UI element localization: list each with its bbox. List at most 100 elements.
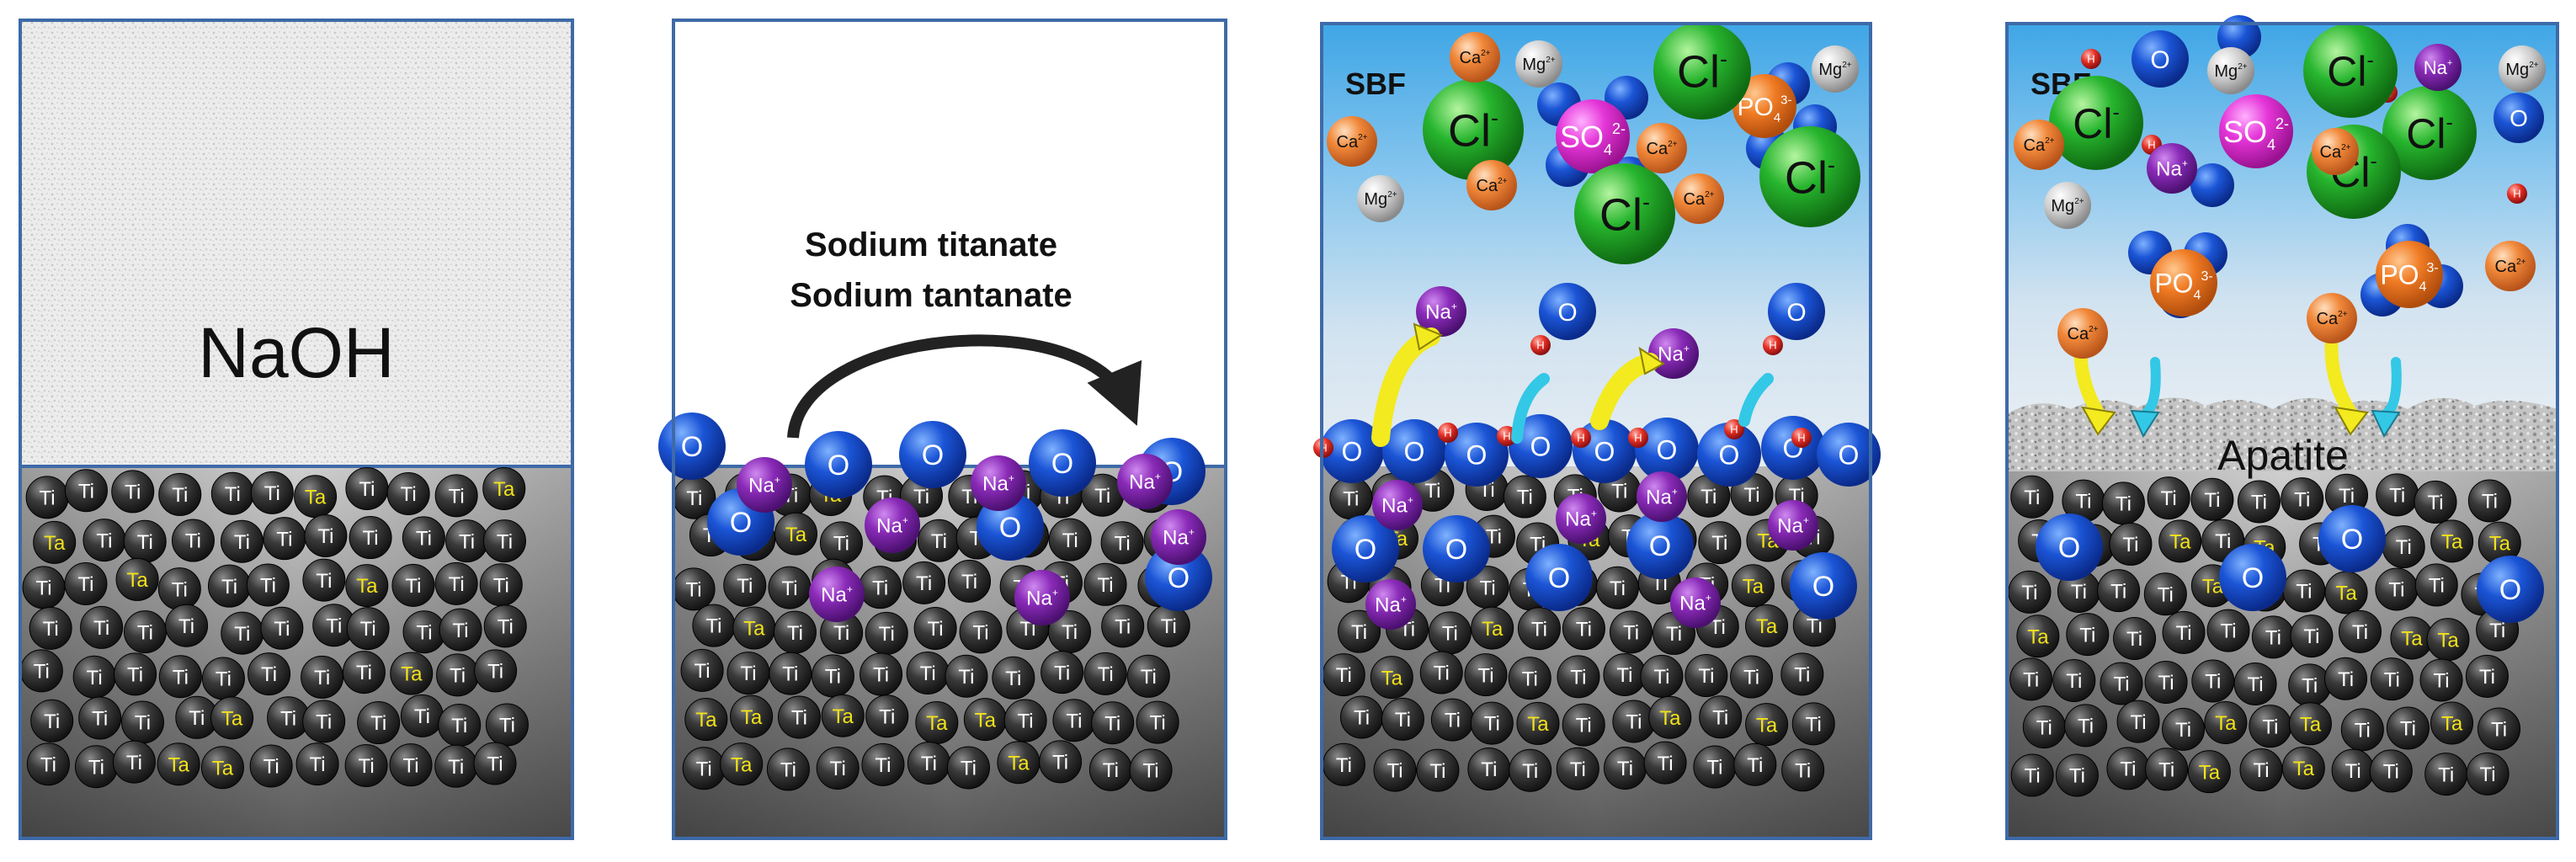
oxygen-atom: O bbox=[1768, 283, 1825, 340]
ti-atom: Ti bbox=[111, 470, 155, 513]
svg-text:H: H bbox=[2513, 188, 2520, 200]
ta-atom: Ta bbox=[1745, 604, 1789, 647]
ti-atom: Ti bbox=[2206, 609, 2250, 652]
svg-text:Ti: Ti bbox=[2383, 761, 2399, 784]
svg-text:Ti: Ti bbox=[1623, 622, 1639, 645]
ti-atom: Ti bbox=[25, 476, 69, 519]
ti-atom: Ti bbox=[1780, 652, 1824, 696]
svg-text:Ta: Ta bbox=[741, 706, 763, 729]
ti-atom: Ti bbox=[2331, 748, 2375, 792]
svg-text:O: O bbox=[1051, 448, 1073, 480]
svg-text:Ti: Ti bbox=[450, 664, 466, 687]
oxygen-atom: O bbox=[805, 431, 872, 498]
svg-text:Ti: Ti bbox=[216, 668, 232, 691]
svg-text:O: O bbox=[681, 431, 703, 463]
ti-atom: Ti bbox=[1595, 566, 1639, 609]
ti-atom: Ti bbox=[1083, 562, 1127, 606]
ti-atom: Ti bbox=[992, 656, 1035, 700]
ti-atom: Ti bbox=[2249, 705, 2292, 748]
svg-text:Ti: Ti bbox=[2215, 530, 2231, 553]
ta-atom: Ta bbox=[720, 742, 764, 786]
svg-text:Ti: Ti bbox=[1018, 710, 1034, 733]
sodium-ion: Na+ bbox=[1768, 500, 1818, 551]
oxygen-atom: O bbox=[1817, 423, 1881, 487]
svg-text:Ti: Ti bbox=[2396, 536, 2412, 559]
svg-text:Ta: Ta bbox=[975, 709, 997, 732]
ti-atom: Ti bbox=[26, 742, 70, 786]
svg-text:O: O bbox=[1657, 435, 1678, 466]
svg-text:H: H bbox=[1797, 432, 1805, 444]
ti-atom: Ti bbox=[2288, 663, 2332, 707]
svg-text:Ti: Ti bbox=[1807, 615, 1823, 637]
ta-atom: Ta bbox=[774, 512, 817, 556]
ti-atom: Ti bbox=[344, 743, 388, 787]
svg-text:Ti: Ti bbox=[264, 482, 280, 505]
ti-atom: Ti bbox=[64, 562, 108, 606]
ti-atom: Ti bbox=[221, 611, 264, 655]
svg-text:Ti: Ti bbox=[2479, 666, 2495, 689]
sodium-ion: Na+ bbox=[2414, 44, 2462, 91]
svg-text:Ti: Ti bbox=[261, 663, 277, 686]
ti-atom: Ti bbox=[2064, 704, 2108, 748]
svg-text:Ti: Ti bbox=[1066, 710, 1082, 732]
ta-atom: Ta bbox=[294, 475, 338, 519]
svg-text:Ti: Ti bbox=[1477, 664, 1493, 687]
ti-atom: Ti bbox=[948, 559, 992, 603]
ta-atom: Ta bbox=[1471, 606, 1514, 650]
svg-text:Ta: Ta bbox=[926, 712, 948, 735]
svg-text:O: O bbox=[1530, 432, 1551, 462]
svg-text:Ti: Ti bbox=[875, 754, 891, 777]
svg-text:Ti: Ti bbox=[2158, 672, 2174, 694]
ti-atom: Ti bbox=[2201, 519, 2245, 562]
svg-text:Ti: Ti bbox=[2071, 581, 2087, 604]
sodium-ion: Na+ bbox=[1416, 286, 1466, 337]
oxygen-atom: O bbox=[1145, 544, 1212, 611]
svg-text:O: O bbox=[1812, 571, 1834, 603]
ti-atom: Ti bbox=[2340, 708, 2384, 752]
svg-text:O: O bbox=[2150, 46, 2169, 74]
svg-text:Ti: Ti bbox=[276, 528, 292, 551]
ti-atom: Ti bbox=[1081, 473, 1125, 517]
svg-text:Ta: Ta bbox=[1482, 618, 1504, 641]
svg-text:Ti: Ti bbox=[1115, 615, 1131, 638]
svg-text:Ti: Ti bbox=[1522, 760, 1538, 783]
svg-text:H: H bbox=[1503, 430, 1510, 443]
panel-4-frame bbox=[2005, 22, 2559, 840]
oxygen-atom: O bbox=[2219, 544, 2286, 611]
svg-text:Ti: Ti bbox=[2294, 488, 2310, 511]
ti-atom: Ti bbox=[483, 604, 527, 648]
svg-text:Ti: Ti bbox=[833, 533, 849, 556]
svg-text:Ti: Ti bbox=[1517, 487, 1533, 509]
svg-text:Ti: Ti bbox=[780, 759, 796, 782]
ti-atom: Ti bbox=[1467, 748, 1511, 791]
ta-atom: Ta bbox=[2281, 746, 2325, 790]
svg-text:Ta: Ta bbox=[2300, 713, 2322, 736]
magnesium-ion: Mg2+ bbox=[1515, 40, 1562, 88]
svg-text:Ti: Ti bbox=[172, 484, 188, 507]
ti-atom: Ti bbox=[120, 700, 164, 744]
sodium-ion: Na+ bbox=[1372, 480, 1423, 530]
ti-atom: Ti bbox=[210, 471, 254, 515]
svg-text:Ti: Ti bbox=[830, 758, 846, 780]
svg-text:Ti: Ti bbox=[93, 617, 109, 640]
ti-atom: Ti bbox=[682, 747, 726, 790]
svg-text:Ti: Ti bbox=[961, 758, 977, 780]
sodium-ion: Na+ bbox=[1637, 471, 1687, 522]
ti-atom: Ti bbox=[1101, 604, 1145, 648]
ti-atom: Ti bbox=[1416, 748, 1460, 792]
svg-text:Ti: Ti bbox=[2303, 625, 2319, 648]
ti-atom: Ti bbox=[2147, 476, 2190, 520]
ti-atom: Ti bbox=[1791, 702, 1835, 746]
ti-atom: Ti bbox=[2145, 748, 2189, 791]
ti-atom: Ti bbox=[1322, 653, 1365, 697]
oxygen-atom: O bbox=[1790, 552, 1857, 620]
svg-text:Ti: Ti bbox=[928, 618, 944, 641]
svg-text:Ti: Ti bbox=[1150, 712, 1166, 735]
svg-text:Ta: Ta bbox=[2199, 761, 2221, 784]
curved-arrow bbox=[787, 334, 1142, 439]
ta-atom: Ta bbox=[2430, 701, 2474, 745]
ti-atom: Ti bbox=[1517, 607, 1561, 651]
sodium-ion: Na+ bbox=[809, 567, 865, 622]
svg-text:Ta: Ta bbox=[2401, 628, 2423, 651]
